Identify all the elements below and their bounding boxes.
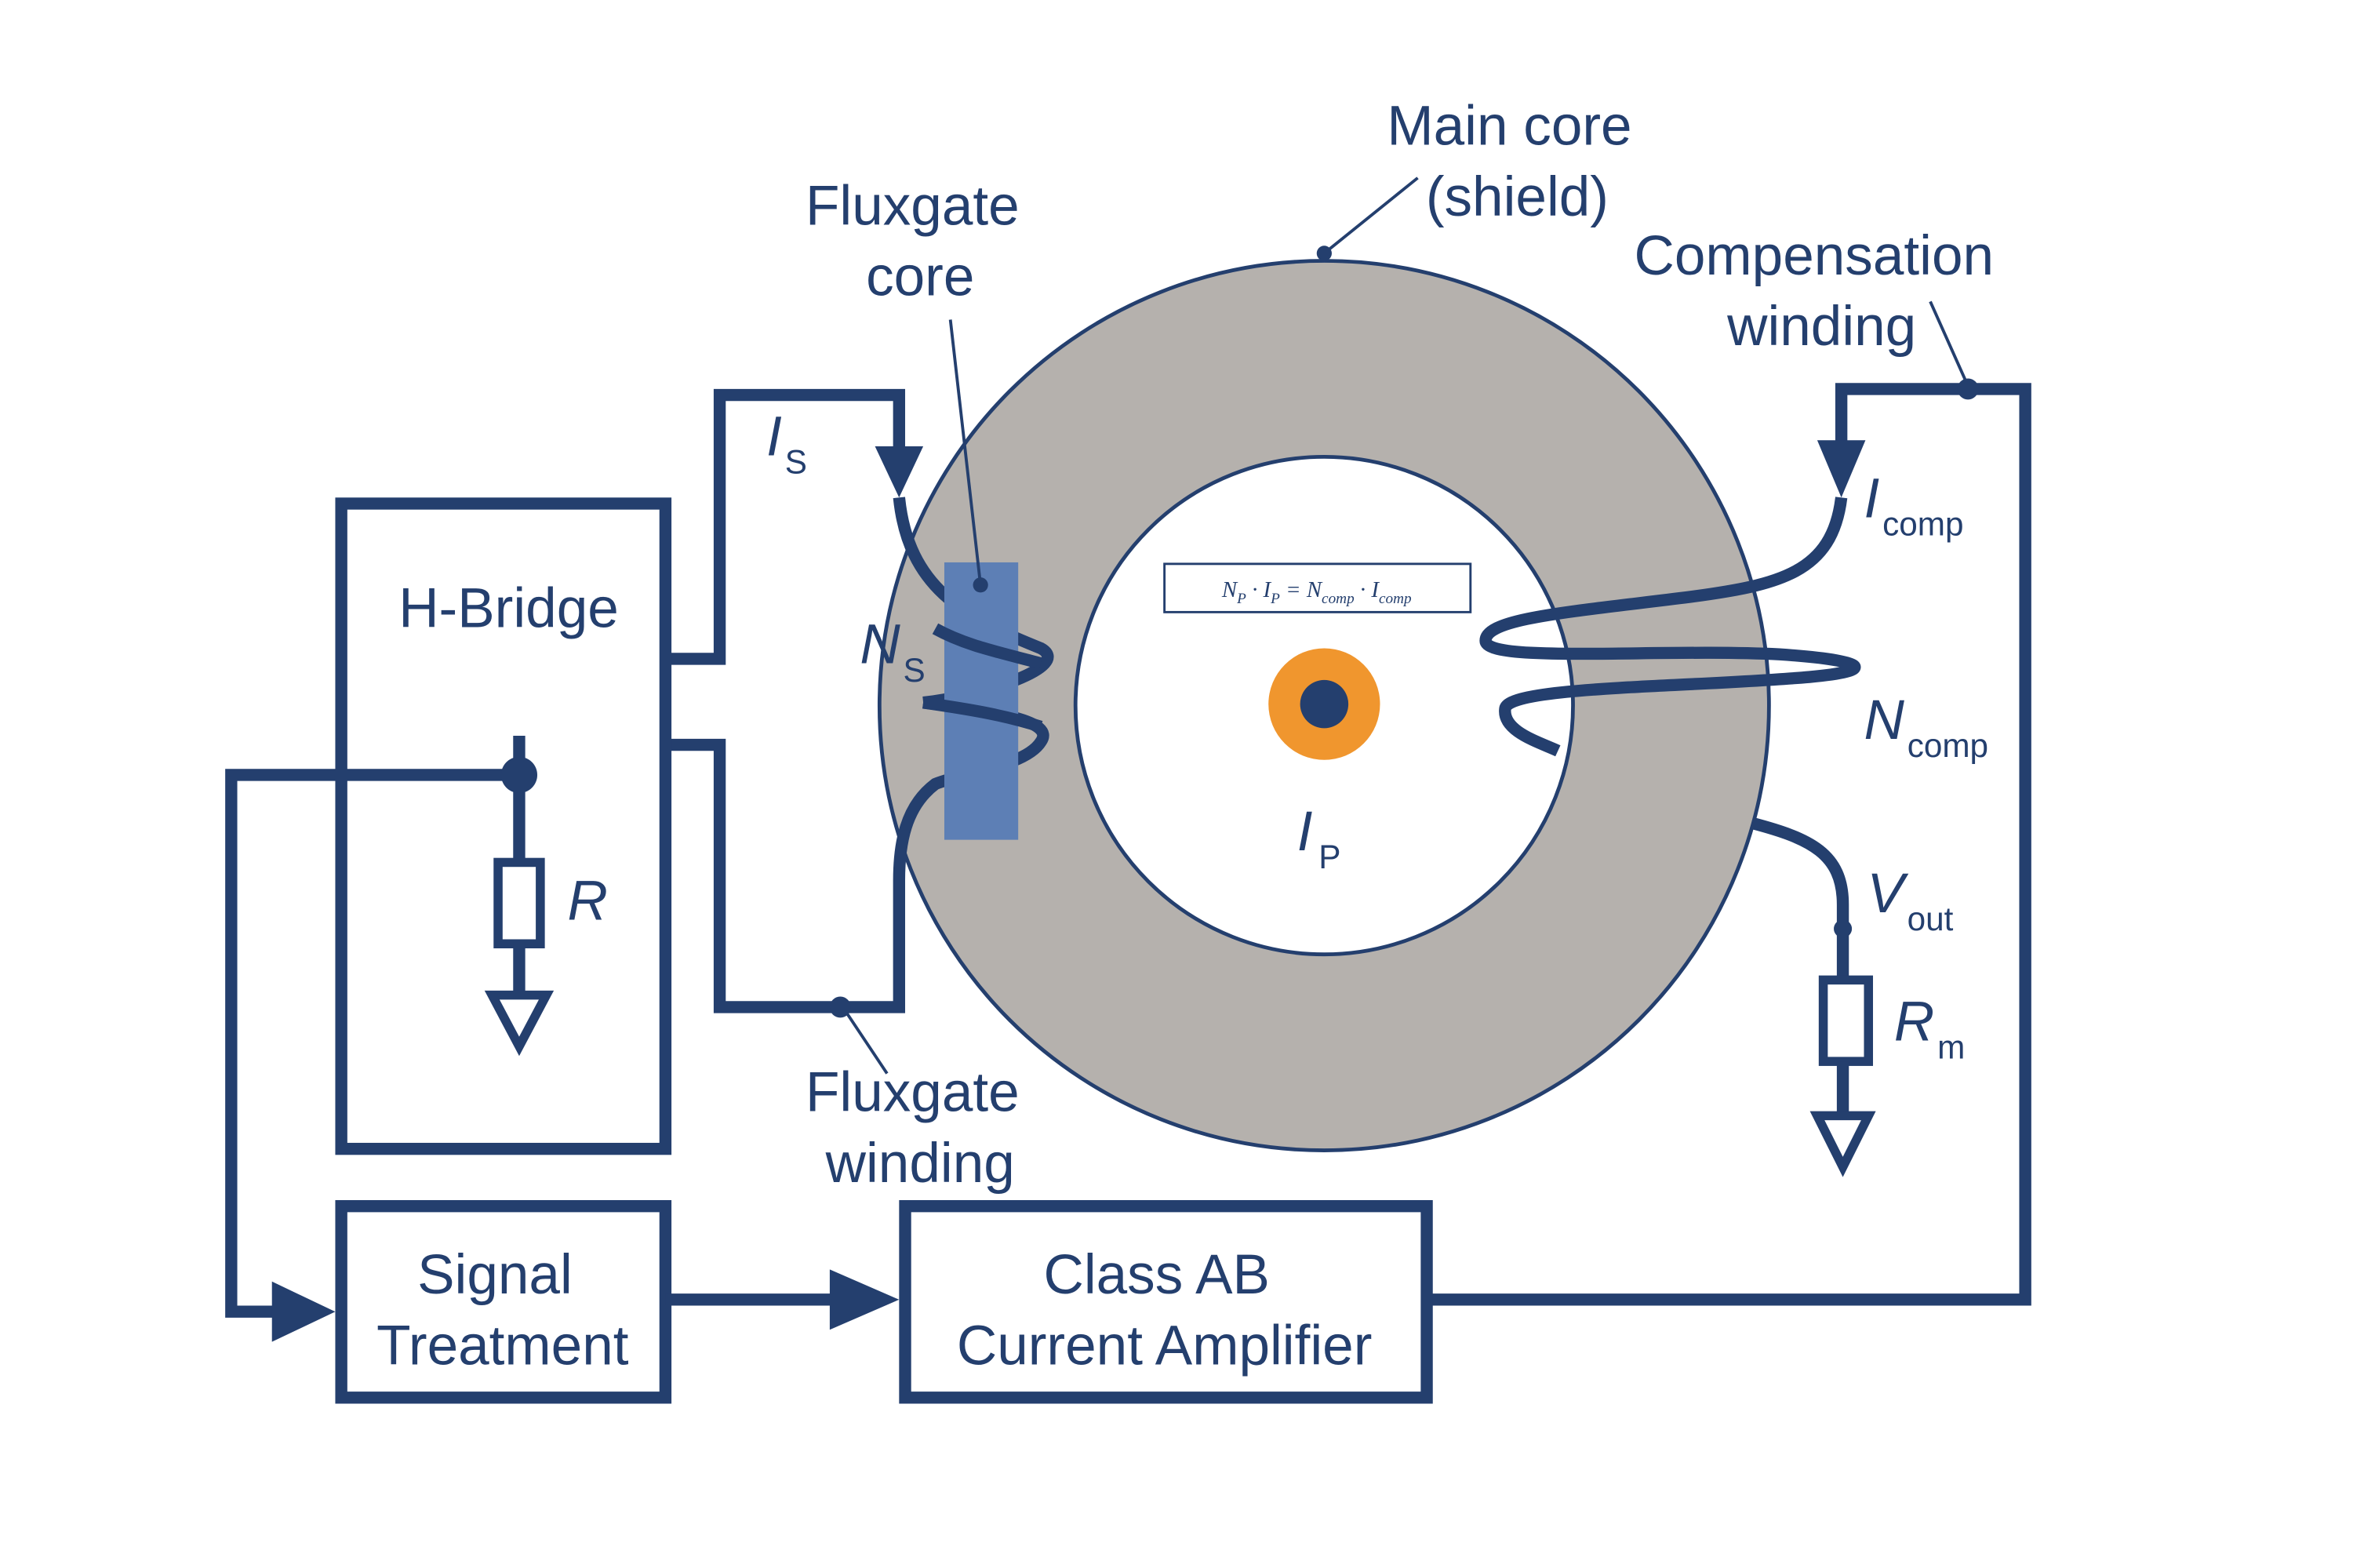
main-core-leader — [1323, 176, 1419, 255]
main-core-label: Main core (shield) — [1387, 96, 1647, 228]
r-label: R — [567, 870, 607, 932]
fluxgate-core-leader — [948, 319, 983, 585]
sense-wire — [225, 769, 519, 1318]
icomp-arrow — [1817, 440, 1866, 498]
compensation-winding-label: Compensation winding — [1635, 225, 2009, 358]
fluxgate-core — [944, 562, 1019, 840]
compensation-leader — [1929, 300, 1969, 387]
equation-box — [1163, 562, 1472, 613]
fluxgate-core-leader-dot — [973, 577, 988, 593]
r-node — [500, 756, 538, 794]
signal-treatment-label: Signal Treatment — [376, 1244, 629, 1377]
fluxgate-winding-label: Fluxgate winding — [806, 1062, 1035, 1195]
treatment-to-amp-arrow — [829, 1269, 900, 1330]
r-resistor — [493, 857, 545, 949]
amplifier-label: Class AB Current Amplifier — [957, 1244, 1373, 1377]
compensation-coil — [1479, 497, 1861, 757]
h-bridge-label: H-Bridge — [398, 578, 619, 640]
fluxgate-wire-top — [665, 388, 906, 665]
compensation-wire — [1429, 383, 2031, 1306]
main-core-leader-dot — [1316, 246, 1332, 261]
compensation-leader-dot — [1957, 378, 1979, 400]
sense-arrow — [271, 1281, 336, 1342]
is-arrow — [875, 446, 924, 498]
rm-ground — [1809, 1111, 1876, 1177]
primary-conductor-inner — [1300, 679, 1349, 729]
h-bridge-block — [335, 497, 672, 1155]
signal-treatment-block — [335, 1200, 672, 1404]
fluxgate-wire-bottom — [665, 738, 906, 1013]
vout-wire — [1751, 817, 1849, 980]
fluxgate-winding-leader-dot — [829, 996, 851, 1018]
amplifier-block — [899, 1200, 1433, 1404]
fluxgate-core-label: Fluxgate core — [806, 175, 1035, 307]
rm-resistor — [1818, 975, 1874, 1066]
fluxgate-coil-front — [922, 623, 1043, 733]
ampere-turn-equation: NP · IP = Ncomp · Icomp — [1221, 577, 1412, 607]
r-ground — [484, 990, 555, 1057]
fluxgate-winding-leader — [843, 1009, 889, 1075]
vout-node — [1834, 919, 1853, 938]
